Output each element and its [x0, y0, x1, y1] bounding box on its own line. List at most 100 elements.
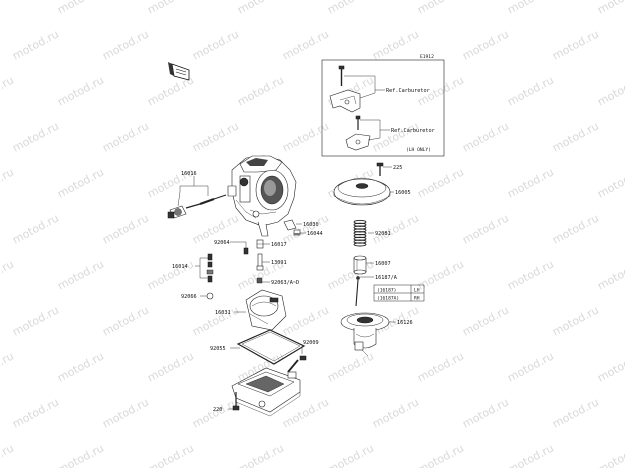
ref-carburetor-label-2: Ref.Carburetor — [391, 128, 435, 134]
watermark-text: motod.ru — [190, 395, 241, 430]
watermark-text: motod.ru — [190, 119, 241, 154]
callout-16031: 16031 — [215, 310, 231, 316]
watermark-text: motod.ru — [460, 211, 511, 246]
watermark-text: motod.ru — [55, 441, 106, 468]
callout-16187a: 16187/A — [375, 275, 398, 281]
reference-box: (LH ONLY) Ref.Carburetor Ref. — [321, 59, 445, 157]
watermark-text: motod.ru — [100, 211, 151, 246]
part-92064-oring — [243, 247, 249, 255]
part-92066-ball — [206, 292, 214, 300]
watermark-text: motod.ru — [415, 257, 466, 292]
watermark-text: motod.ru — [415, 0, 466, 17]
watermark-text: motod.ru — [145, 349, 196, 384]
float-bowl — [231, 367, 301, 417]
watermark-text: motod.ru — [325, 441, 376, 468]
watermark-text: motod.ru — [0, 257, 16, 292]
watermark-text: motod.ru — [550, 303, 601, 338]
part-92055-gasket — [236, 329, 306, 365]
bracket-lower — [345, 133, 371, 151]
variant-table: (16187) LH (16187A) RH — [373, 284, 425, 302]
screw-lower-bracket — [355, 115, 361, 130]
watermark-text: motod.ru — [55, 165, 106, 200]
callout-16030: 16030 — [303, 222, 319, 228]
part-16126-diaphragm — [340, 312, 390, 357]
watermark-text: motod.ru — [325, 349, 376, 384]
callout-92081: 92081 — [375, 231, 391, 237]
part-16031-float — [245, 289, 287, 331]
watermark-text: motod.ru — [415, 349, 466, 384]
watermark-text: motod.ru — [55, 73, 106, 108]
watermark-text: motod.ru — [190, 27, 241, 62]
callout-16014: 16014 — [172, 264, 188, 270]
callout-92066: 92066 — [181, 294, 197, 300]
watermark-text: motod.ru — [280, 119, 331, 154]
watermark-text: motod.ru — [100, 303, 151, 338]
watermark-text: motod.ru — [0, 0, 16, 17]
part-220-screw — [232, 392, 240, 411]
watermark-text: motod.ru — [235, 73, 286, 108]
watermark-text: motod.ru — [505, 165, 556, 200]
part-92081-spring — [353, 219, 367, 247]
watermark-text: motod.ru — [415, 441, 466, 468]
watermark-text: motod.ru — [505, 441, 556, 468]
callout-92009: 92009 — [303, 340, 319, 346]
watermark-text: motod.ru — [280, 27, 331, 62]
watermark-text: motod.ru — [550, 119, 601, 154]
front-direction-icon — [168, 62, 190, 81]
variant-side-1: LH — [414, 288, 420, 294]
callout-16044: 16044 — [307, 231, 323, 237]
watermark-text: motod.ru — [460, 27, 511, 62]
watermark-text: motod.ru — [550, 27, 601, 62]
part-92063-jet — [256, 277, 263, 284]
watermark-text: motod.ru — [0, 73, 16, 108]
callout-220: 220 — [213, 407, 222, 413]
watermark-text: motod.ru — [595, 73, 625, 108]
watermark-text: motod.ru — [325, 257, 376, 292]
watermark-text: motod.ru — [370, 395, 421, 430]
watermark-text: motod.ru — [595, 0, 625, 17]
watermark-text: motod.ru — [460, 395, 511, 430]
watermark-text: motod.ru — [280, 303, 331, 338]
watermark-text: motod.ru — [505, 0, 556, 17]
watermark-text: motod.ru — [100, 27, 151, 62]
watermark-text: motod.ru — [460, 303, 511, 338]
watermark-text: motod.ru — [0, 349, 16, 384]
watermark-text: motod.ru — [325, 0, 376, 17]
callout-16016: 16016 — [181, 171, 197, 177]
watermark-text: motod.ru — [0, 165, 16, 200]
watermark-text: motod.ru — [100, 395, 151, 430]
watermark-text: motod.ru — [190, 303, 241, 338]
watermark-text: motod.ru — [145, 0, 196, 17]
carburetor-body — [227, 155, 297, 237]
watermark-text: motod.ru — [10, 303, 61, 338]
variant-part-2: (16187A) — [377, 296, 399, 302]
watermark-text: motod.ru — [0, 441, 16, 468]
diagram-code: E1912 — [420, 54, 434, 60]
watermark-text: motod.ru — [595, 349, 625, 384]
variant-part-1: (16187) — [377, 288, 396, 294]
callout-16126: 16126 — [397, 320, 413, 326]
part-16014-pilot-screw — [206, 253, 214, 283]
watermark-text: motod.ru — [280, 395, 331, 430]
part-16005-top-cover — [333, 177, 391, 206]
lh-only-label: (LH ONLY) — [406, 147, 431, 153]
watermark-text: motod.ru — [55, 257, 106, 292]
screw-top-bracket — [338, 65, 345, 86]
part-16030-gasket — [283, 219, 297, 231]
part-16017-jet — [256, 239, 264, 249]
watermark-text: motod.ru — [550, 395, 601, 430]
watermark-text: motod.ru — [10, 211, 61, 246]
part-16187-needle — [355, 276, 360, 307]
watermark-text: motod.ru — [145, 441, 196, 468]
watermark-text: motod.ru — [595, 165, 625, 200]
part-92009-screw — [287, 355, 307, 373]
watermark-text: motod.ru — [595, 441, 625, 468]
watermark-text: motod.ru — [10, 395, 61, 430]
part-13091-tube — [256, 253, 264, 271]
callout-16017: 16017 — [271, 242, 287, 248]
part-16007-holder — [353, 255, 367, 275]
callout-16005: 16005 — [395, 190, 411, 196]
watermark-text: motod.ru — [10, 27, 61, 62]
callout-225: 225 — [393, 165, 402, 171]
